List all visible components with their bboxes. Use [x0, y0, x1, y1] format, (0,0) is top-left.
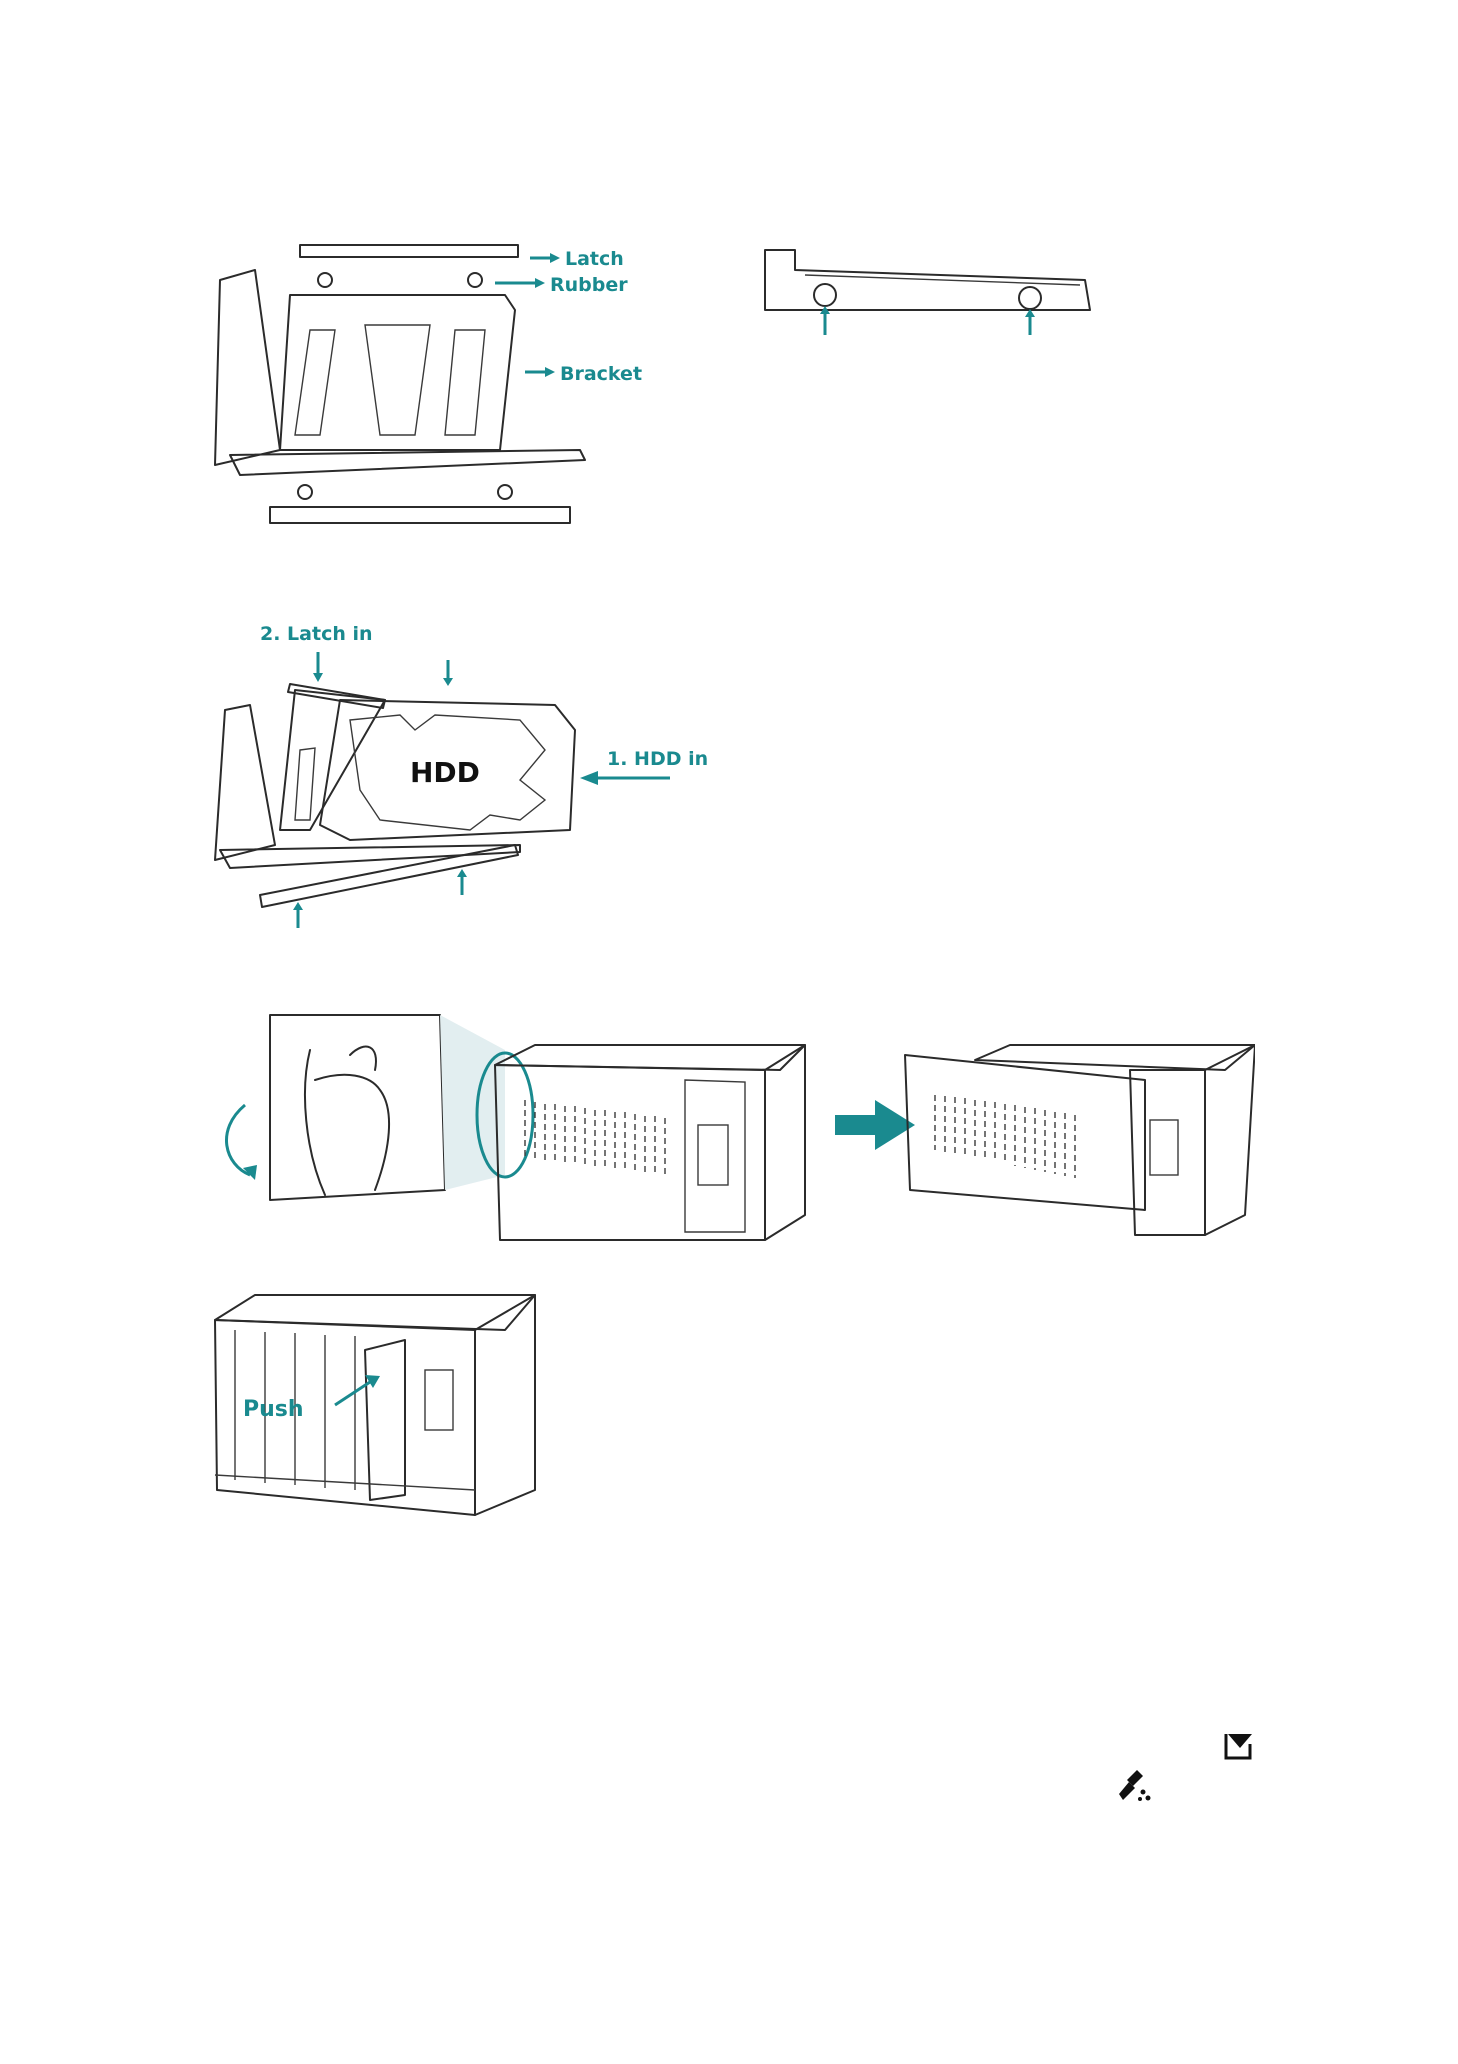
- hdd-in-label: 1. HDD in: [607, 748, 708, 770]
- right-arrow-icon: [835, 1100, 915, 1150]
- rubber-grommet: [1019, 287, 1041, 309]
- hdd-insertion-diagram: 2. Latch in HDD 1. HDD in: [200, 620, 720, 940]
- bracket-label: Bracket: [560, 363, 642, 385]
- drive-tray: [365, 1340, 405, 1500]
- bracket-frame: [280, 295, 515, 450]
- push-label: Push: [243, 1397, 304, 1422]
- broom-icon: [1115, 1768, 1153, 1802]
- rubber-grommet: [498, 485, 512, 499]
- rubber-grommet: [814, 284, 836, 306]
- label-arrow-rubber: Rubber: [495, 274, 628, 296]
- nas-chassis-closed: [495, 1045, 805, 1240]
- bracket-exploded-diagram: Latch Rubber Bracket: [200, 235, 680, 535]
- latch-in-label: 2. Latch in: [260, 623, 373, 645]
- latch-rail-top: [288, 684, 385, 708]
- rubber-label: Rubber: [550, 274, 628, 296]
- latch-rail-bottom: [270, 507, 570, 523]
- hdd-label: HDD: [410, 756, 480, 789]
- rubber-grommet: [318, 273, 332, 287]
- latch-rail-top: [300, 245, 518, 257]
- push-tray-diagram: Push: [205, 1290, 545, 1530]
- latch-label: Latch: [565, 248, 624, 270]
- rubber-grommet: [468, 273, 482, 287]
- bracket-side-view: [745, 240, 1100, 340]
- nas-chassis-open: [905, 1045, 1255, 1235]
- rubber-grommet: [298, 485, 312, 499]
- label-arrow-latch: Latch: [530, 248, 624, 270]
- tray-filter-icon: [1222, 1730, 1256, 1762]
- hand-illustration: [315, 1075, 389, 1190]
- bracket-handle: [215, 270, 280, 465]
- door-closeup-panel: [270, 1015, 445, 1200]
- bracket-handle: [215, 705, 275, 860]
- open-front-door-diagram: [205, 1000, 1255, 1260]
- nas-top: [215, 1295, 535, 1330]
- label-arrow-bracket: Bracket: [525, 363, 642, 385]
